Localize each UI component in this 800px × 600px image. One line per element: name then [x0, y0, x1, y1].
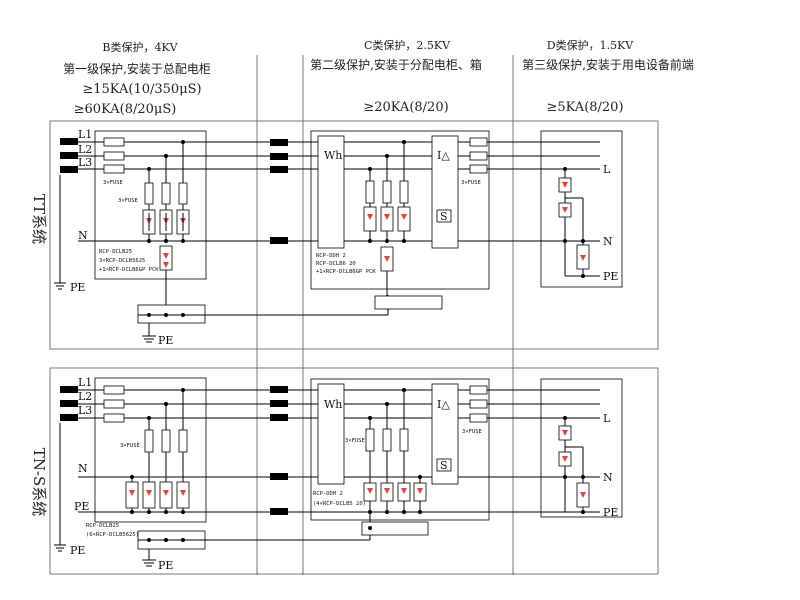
tns-d-label-l: L	[603, 412, 611, 425]
tns-c-note-1: RCP-DDH 2	[313, 491, 343, 497]
tt-c-spd-n	[380, 246, 394, 272]
tt-d-label-n: N	[603, 235, 613, 248]
tns-c-wh: Wh	[324, 398, 342, 411]
tt-d-spd-3	[576, 244, 590, 270]
tns-c-rcd: I△	[437, 398, 450, 411]
tns-c-spd-3	[397, 482, 411, 502]
tns-ground-label: PE	[158, 559, 173, 572]
tns-c-s: S	[440, 459, 448, 472]
tns-c-spd-2	[380, 482, 394, 502]
tt-d-spd-1	[558, 177, 572, 193]
tt-b-note-3: +1×RCP-DCLB6GP PCK	[99, 267, 159, 273]
tt-frame	[49, 120, 659, 350]
b-title: B类保护，4KV	[102, 40, 178, 54]
tt-b-spd-3	[176, 209, 190, 235]
c-desc: 第二级保护,安装于分配电柜、箱	[310, 57, 482, 72]
b-desc: 第一级保护,安装于总配电柜	[63, 61, 211, 76]
tt-b-fuse: 3×FUSE	[103, 180, 123, 186]
tns-label-n: N	[78, 462, 88, 475]
tns-d-spd-3	[576, 482, 590, 508]
tt-b-fuse-2: 3×FUSE	[118, 198, 138, 204]
tt-c-wh: Wh	[324, 149, 342, 162]
tns-c-fuse: 3×FUSE	[345, 438, 365, 444]
tt-system-label: TT系统	[30, 194, 48, 244]
tns-b-spd-3	[176, 481, 190, 509]
tns-b-spd-2	[159, 481, 173, 509]
tt-d-label-l: L	[603, 163, 611, 176]
tns-b-fuse: 3×FUSE	[120, 443, 140, 449]
d-desc: 第三级保护,安装于用电设备前端	[522, 57, 694, 72]
d-title: D类保护，1.5KV	[547, 38, 635, 52]
header-b: B类保护，4KV 第一级保护,安装于总配电柜 ≥15KA(10/350μS) ≥…	[63, 40, 211, 117]
header-c: C类保护，2.5KV 第二级保护,安装于分配电柜、箱 ≥20KA(8/20)	[310, 38, 482, 115]
tns-d-spd-2	[558, 451, 572, 467]
tt-c-note-2: RCP-DCLB6 20	[316, 261, 356, 267]
tns-b-spd-n	[125, 481, 139, 509]
tt-c-fuse: 3×FUSE	[461, 180, 481, 186]
tt-label-n: N	[78, 229, 88, 242]
tt-c-spd-2	[380, 206, 394, 232]
tns-frame	[49, 367, 659, 575]
c-rating: ≥20KA(8/20)	[363, 100, 448, 115]
tt-b-spd-1	[142, 209, 156, 235]
b-rating-1: ≥15KA(10/350μS)	[82, 82, 201, 97]
tt-c-note-1: RCP-DDH 2	[316, 253, 346, 259]
tt-ground-label: PE	[158, 334, 173, 347]
tns-c-spd-n	[413, 482, 427, 502]
tns-b-note-1: RCP-DCLB25	[86, 523, 119, 529]
tt-c-rcd: I△	[437, 149, 450, 162]
tt-b-spd-2	[159, 209, 173, 235]
tt-c-s: S	[440, 210, 448, 223]
tt-label-pe: PE	[70, 281, 85, 294]
b-rating-2: ≥60KA(8/20μS)	[74, 102, 177, 117]
tns-b-note-2: (6×RCP-DCLB5625)	[86, 532, 139, 538]
tns-d-spd-1	[558, 425, 572, 441]
tt-label-l1: L1	[78, 128, 92, 141]
tt-c-spd-3	[397, 206, 411, 232]
tns-system: TN-S系统 L1 L2 L3 N PE PE 3×FUSE	[30, 367, 659, 575]
tns-label-l1: L1	[78, 376, 92, 389]
c-title: C类保护，2.5KV	[364, 38, 451, 52]
tns-b-spd-1	[142, 481, 156, 509]
tns-c-note-2: (4×RCP-DCLB5 20)	[313, 501, 366, 507]
tns-d-label-n: N	[603, 471, 613, 484]
tt-d-label-pe: PE	[603, 270, 618, 283]
header-d: D类保护，1.5KV 第三级保护,安装于用电设备前端 ≥5KA(8/20)	[522, 38, 694, 115]
tt-label-l2: L2	[78, 143, 92, 156]
tns-label-l3: L3	[78, 404, 92, 417]
tns-label-pe: PE	[74, 500, 89, 513]
tns-c-fuse-2: 3×FUSE	[462, 429, 482, 435]
tns-left-ground-label: PE	[70, 544, 85, 557]
tt-system: TT系统 L1 L2 L3 N PE 3×FUSE 3×FUSE	[30, 120, 659, 350]
tt-label-l3: L3	[78, 156, 92, 169]
tns-system-label: TN-S系统	[30, 448, 48, 516]
tns-label-l2: L2	[78, 390, 92, 403]
tt-b-note-2: 3×RCP-DCLB5625	[99, 258, 145, 264]
tt-c-note-3: +1×RCP-DCLB6GP PCK	[316, 269, 376, 275]
tns-d-label-pe: PE	[603, 506, 618, 519]
tns-c-spd-1	[363, 482, 377, 502]
tt-b-note-1: RCP-DCLB25	[99, 249, 132, 255]
tt-c-spd-1	[363, 206, 377, 232]
tt-b-spd-n	[159, 245, 173, 271]
d-rating: ≥5KA(8/20)	[546, 100, 623, 115]
tt-d-spd-2	[558, 202, 572, 218]
